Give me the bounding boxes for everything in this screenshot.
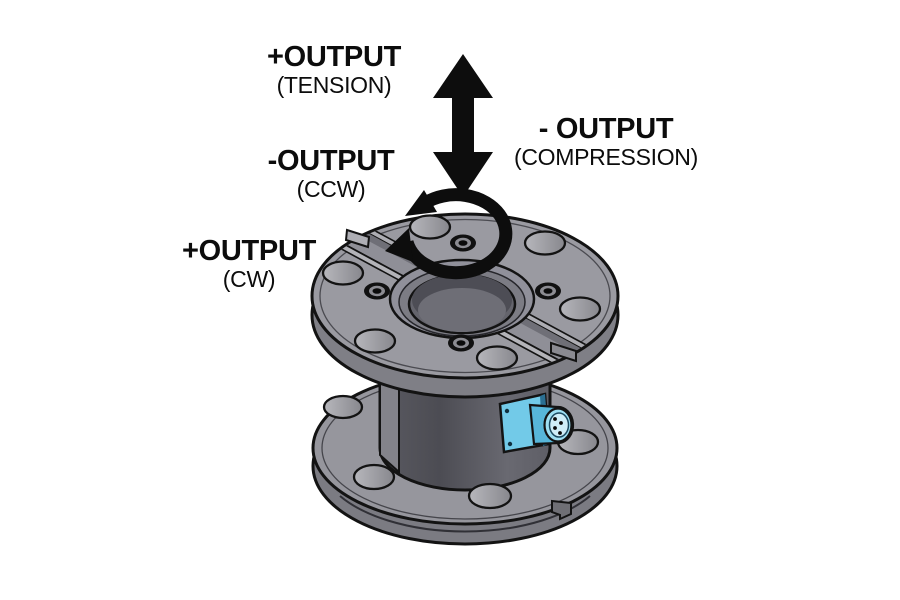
label-ccw-line2: (CCW) (296, 176, 366, 203)
label-compression-line1: - OUTPUT (538, 113, 674, 145)
connector-pin (559, 421, 563, 425)
connector-pin (558, 431, 562, 435)
mounting-hole (321, 260, 365, 286)
connector-pin (553, 417, 557, 421)
label-tension-line2: (TENSION) (276, 72, 392, 99)
mounting-hole (475, 345, 519, 371)
bottom-flange-holes (322, 394, 600, 510)
mounting-hole (523, 230, 567, 256)
electrical-connector (498, 392, 575, 454)
socket-screw (448, 334, 474, 352)
axial-double-arrow-icon (433, 54, 493, 197)
slot-rim-notch-right (550, 341, 577, 363)
slot-rim-notch-left (344, 228, 371, 249)
top-flange (310, 212, 620, 399)
label-ccw: -OUTPUT (CCW) (250, 145, 412, 203)
socket-screws (364, 234, 561, 352)
cylinder-body (378, 366, 552, 492)
label-ccw-line1: -OUTPUT (267, 145, 395, 177)
socket-screw (450, 234, 476, 252)
label-compression: - OUTPUT (COMPRESSION) (500, 113, 712, 171)
mounting-hole (352, 463, 396, 491)
top-flange-holes (321, 214, 602, 371)
label-tension-line1: +OUTPUT (266, 41, 402, 73)
label-cw-line2: (CW) (222, 266, 276, 293)
flange-notch (551, 499, 572, 521)
label-compression-line2: (COMPRESSION) (514, 144, 698, 171)
center-bore (388, 258, 536, 340)
connector-screw (507, 441, 513, 447)
socket-screw (364, 282, 390, 300)
mounting-hole (467, 482, 513, 510)
mounting-hole (408, 214, 452, 240)
label-cw-line1: +OUTPUT (181, 235, 317, 267)
connector-screw (504, 408, 510, 414)
mounting-hole (353, 328, 397, 354)
socket-screw (535, 282, 561, 300)
label-tension: +OUTPUT (TENSION) (250, 41, 418, 99)
top-flange-chamfer-ring (319, 218, 611, 374)
connector-pin (553, 426, 557, 430)
label-cw: +OUTPUT (CW) (168, 235, 330, 293)
mounting-hole (558, 296, 602, 322)
mounting-hole (322, 394, 364, 420)
